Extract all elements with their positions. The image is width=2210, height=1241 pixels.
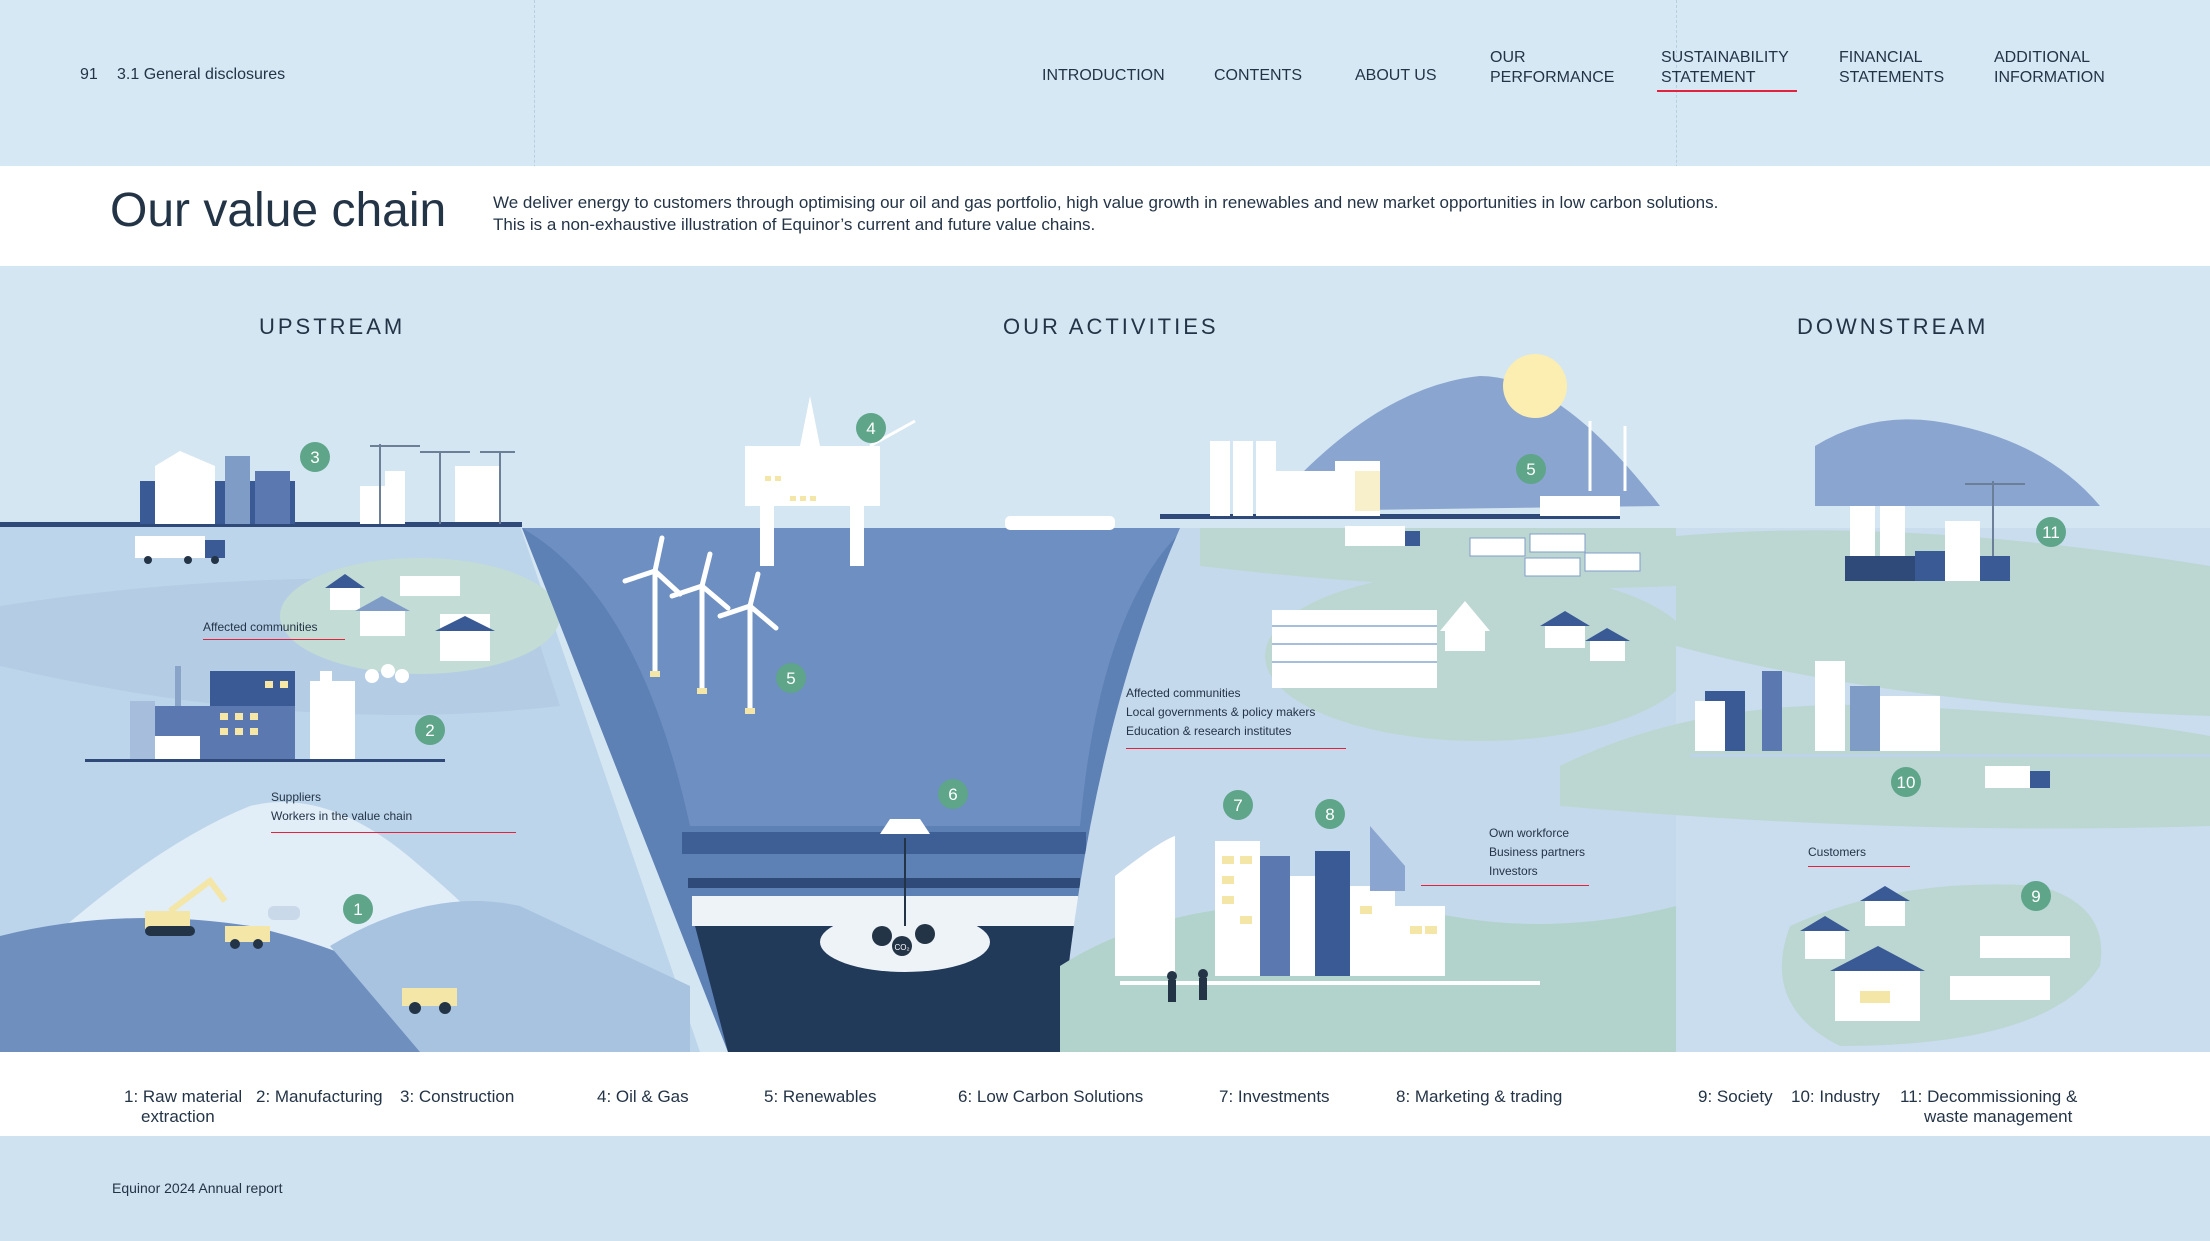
caption-underline — [1808, 866, 1910, 867]
legend-item-10: 10: Industry — [1791, 1087, 1880, 1106]
svg-text:8: 8 — [1325, 805, 1334, 824]
solar-panels-illustration — [1469, 533, 1641, 577]
svg-text:3: 3 — [310, 448, 319, 467]
caption-underline — [203, 639, 345, 640]
svg-text:10: 10 — [1897, 773, 1916, 792]
public-institutions-illustration — [1272, 601, 1630, 688]
svg-text:5: 5 — [786, 669, 795, 688]
raw-material-extraction-illustration — [145, 876, 457, 1014]
page-description: We deliver energy to customers through o… — [493, 193, 1719, 234]
affected-communities-illustration — [325, 574, 495, 683]
legend-item-4: 4: Oil & Gas — [597, 1087, 689, 1106]
caption-own-workforce: Own workforce Business partners Investor… — [1489, 826, 1586, 878]
manufacturing-plant-illustration — [130, 666, 355, 759]
step-badge: 9 — [2021, 881, 2051, 911]
co2-storage-illustration: CO₂ — [872, 819, 935, 956]
step-badge: 5 — [1516, 454, 1546, 484]
caption-underline — [1421, 885, 1589, 886]
svg-text:2: 2 — [425, 721, 434, 740]
page-title: Our value chain — [110, 184, 447, 237]
page-number: 91 — [80, 66, 98, 83]
caption-customers: Customers — [1808, 845, 1867, 859]
svg-text:1: 1 — [353, 900, 362, 919]
heading-our-activities: OUR ACTIVITIES — [1003, 314, 1219, 339]
legend-item-2: 2: Manufacturing — [256, 1087, 383, 1106]
legend-item-3: 3: Construction — [400, 1087, 515, 1106]
step-badge: 8 — [1315, 799, 1345, 829]
caption-underline — [271, 832, 516, 833]
construction-site-illustration — [135, 444, 515, 564]
top-bar — [0, 0, 2210, 166]
step-badge: 3 — [300, 442, 330, 472]
step-badge: 11 — [2036, 517, 2066, 547]
heading-downstream: DOWNSTREAM — [1797, 314, 1989, 339]
legend-item-7: 7: Investments — [1219, 1087, 1330, 1106]
decommissioning-illustration — [1845, 481, 2025, 581]
legend-item-11: 11: Decommissioning & waste management — [1900, 1087, 2078, 1126]
caption-underline — [1126, 748, 1346, 749]
nav-about-us[interactable]: ABOUT US — [1355, 67, 1437, 84]
step-badge: 2 — [415, 715, 445, 745]
nav-introduction[interactable]: INTRODUCTION — [1042, 67, 1165, 84]
offshore-wind-illustration — [622, 535, 779, 714]
step-badge: 6 — [938, 779, 968, 809]
society-houses-illustration — [1800, 886, 2070, 1021]
heading-upstream: UPSTREAM — [259, 314, 406, 339]
legend-item-5: 5: Renewables — [764, 1087, 877, 1106]
svg-text:6: 6 — [948, 785, 957, 804]
co2-label: CO₂ — [894, 943, 909, 952]
title-bar — [0, 166, 2210, 266]
industry-illustration — [1695, 661, 2050, 788]
caption-affected-communities: Affected communities — [203, 620, 318, 634]
legend-item-1: 1: Raw material extraction — [124, 1087, 243, 1126]
investments-city-illustration — [1115, 826, 1540, 1002]
svg-text:9: 9 — [2031, 887, 2040, 906]
lng-ship-illustration — [1005, 516, 1115, 530]
footer — [0, 1136, 2210, 1241]
footer-report-title: Equinor 2024 Annual report — [112, 1180, 283, 1196]
svg-text:7: 7 — [1233, 796, 1242, 815]
nav-contents[interactable]: CONTENTS — [1214, 67, 1302, 84]
caption-suppliers: Suppliers Workers in the value chain — [271, 790, 413, 823]
svg-text:5: 5 — [1526, 460, 1535, 479]
legend-bar — [0, 1052, 2210, 1136]
section-title: 3.1 General disclosures — [117, 66, 286, 83]
step-badge: 7 — [1223, 790, 1253, 820]
oil-gas-platform-illustration — [745, 396, 916, 566]
legend-item-8: 8: Marketing & trading — [1396, 1087, 1563, 1106]
step-badge: 4 — [856, 413, 886, 443]
step-badge: 1 — [343, 894, 373, 924]
step-badge: 5 — [776, 663, 806, 693]
legend-item-6: 6: Low Carbon Solutions — [958, 1087, 1144, 1106]
svg-text:4: 4 — [866, 419, 875, 438]
value-chain-illustration: CO₂ — [0, 266, 2210, 1052]
onshore-energy-illustration — [1210, 421, 1627, 546]
legend-item-9: 9: Society — [1698, 1087, 1773, 1106]
svg-text:11: 11 — [2042, 523, 2060, 542]
caption-stakeholders: Affected communities Local governments &… — [1126, 686, 1316, 738]
step-badge: 10 — [1891, 767, 1921, 797]
